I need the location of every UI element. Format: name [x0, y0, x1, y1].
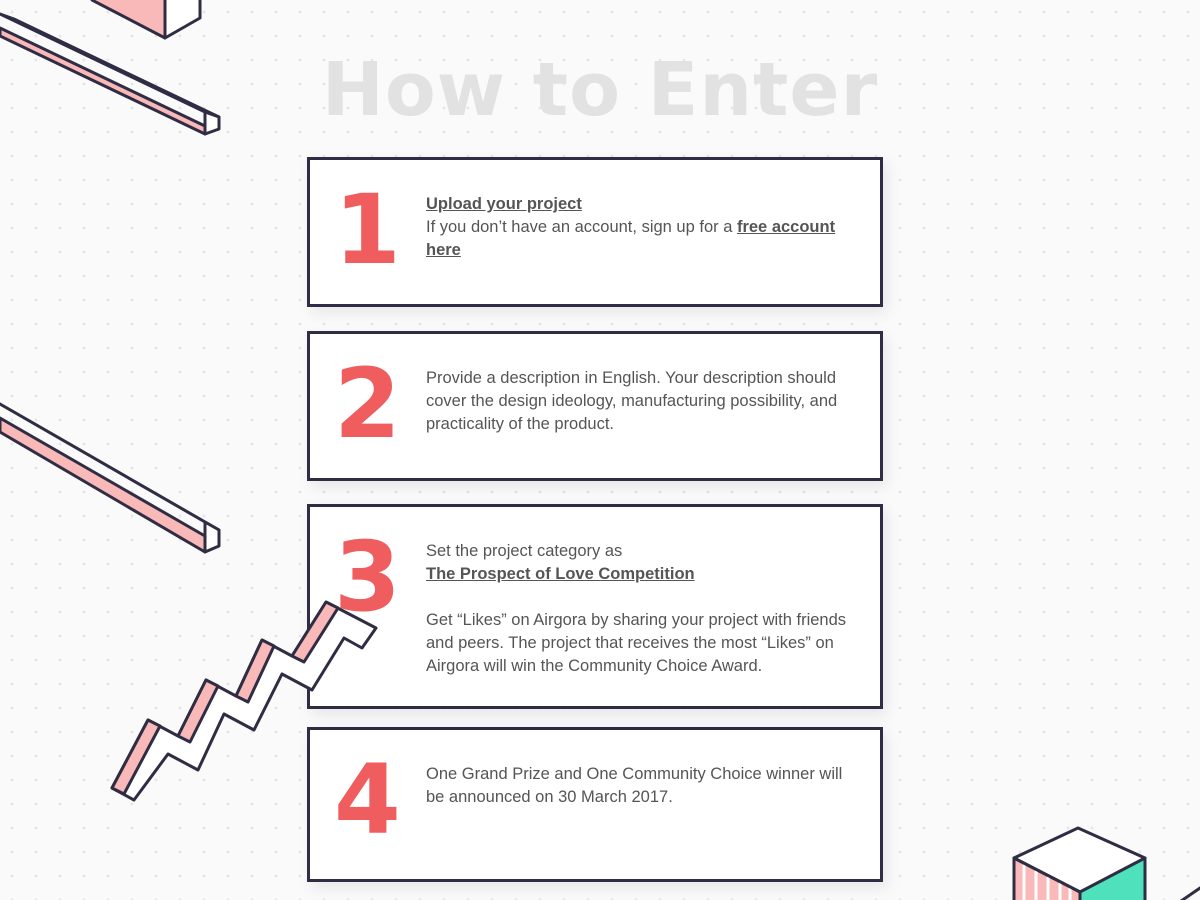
step-number: 2 — [334, 348, 401, 460]
description-text: Provide a description in English. Your d… — [426, 369, 838, 433]
step-number: 3 — [334, 521, 401, 633]
category-intro-text: Set the project category as — [426, 542, 623, 560]
page-title: How to Enter — [321, 47, 879, 133]
signup-text: If you don’t have an account, sign up fo… — [426, 218, 737, 236]
competition-category-link[interactable]: The Prospect of Love Competition — [426, 565, 695, 583]
upload-project-link[interactable]: Upload your project — [426, 195, 582, 213]
step-body: Provide a description in English. Your d… — [426, 367, 862, 436]
paragraph-spacer — [426, 586, 862, 609]
step-card-3: 3 Set the project category as The Prospe… — [307, 504, 883, 709]
beam-middle-left-decoration — [0, 402, 221, 554]
cube-top-left-decoration — [90, 0, 202, 40]
announcement-text: One Grand Prize and One Community Choice… — [426, 765, 843, 806]
step-card-1: 1 Upload your project If you don’t have … — [307, 157, 883, 307]
cube-bottom-right-decoration — [1012, 826, 1200, 900]
step-number: 1 — [334, 174, 401, 286]
step-body: Set the project category as The Prospect… — [426, 540, 862, 678]
step-body: One Grand Prize and One Community Choice… — [426, 763, 862, 809]
step-card-4: 4 One Grand Prize and One Community Choi… — [307, 727, 883, 882]
step-card-2: 2 Provide a description in English. Your… — [307, 331, 883, 481]
step-number: 4 — [334, 744, 401, 856]
likes-text: Get “Likes” on Airgora by sharing your p… — [426, 611, 847, 675]
step-body: Upload your project If you don’t have an… — [426, 193, 862, 262]
free-account-link[interactable]: free account here — [426, 218, 836, 259]
